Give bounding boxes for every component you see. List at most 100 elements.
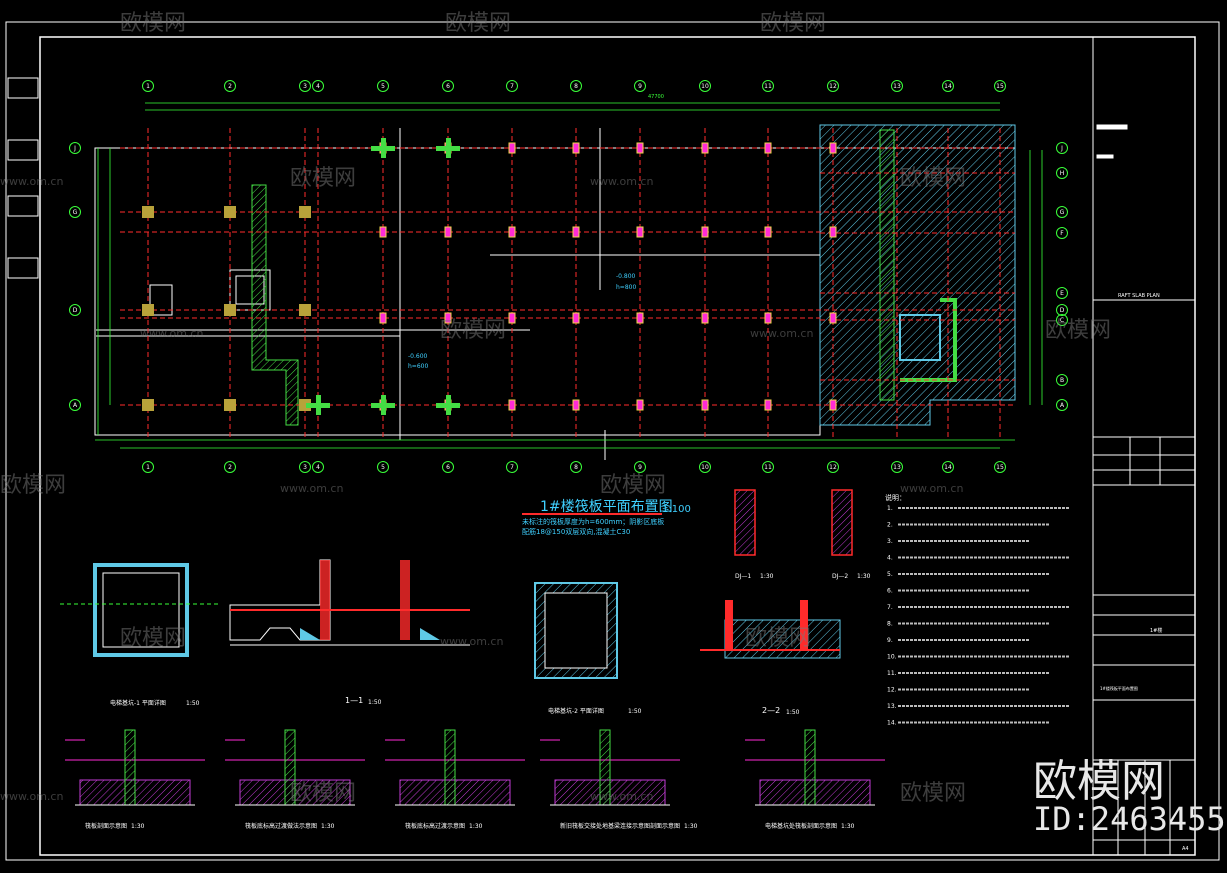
grid-label: E bbox=[1060, 290, 1064, 297]
wm-brand: 欧模网 bbox=[745, 626, 811, 651]
grid-label: C bbox=[1060, 317, 1064, 324]
grid-label: 5 bbox=[381, 464, 385, 471]
grid-bubble: 10 bbox=[699, 461, 711, 473]
grid-lines bbox=[120, 128, 1015, 438]
section-title-4: 2—2 bbox=[762, 706, 780, 715]
title-block bbox=[1092, 37, 1195, 855]
column bbox=[764, 399, 772, 411]
note-item: 3. bbox=[887, 538, 893, 545]
column bbox=[224, 206, 236, 218]
detail-scale: 1:30 bbox=[469, 823, 483, 830]
note-item: 13. bbox=[887, 703, 897, 710]
note-item: 9. bbox=[887, 637, 893, 644]
grid-bubble: 2 bbox=[224, 80, 236, 92]
grid-label: J bbox=[1060, 145, 1063, 152]
column bbox=[701, 312, 709, 324]
grid-bubble: 13 bbox=[891, 80, 903, 92]
wm-domain: www.om.cn bbox=[140, 327, 203, 340]
detail-dj-1 bbox=[734, 489, 756, 556]
grid-label: 9 bbox=[638, 464, 642, 471]
title-block-sheet-no: A4 bbox=[1182, 846, 1189, 852]
note-item: 8. bbox=[887, 621, 893, 628]
section-title-3: 电梯基坑-2 平面详图 bbox=[548, 707, 604, 715]
grid-label: 4 bbox=[316, 464, 320, 471]
grid-label: 6 bbox=[446, 464, 450, 471]
column bbox=[508, 312, 516, 324]
column bbox=[572, 226, 580, 238]
grid-bubble: G bbox=[1056, 206, 1068, 218]
grid-bubble: 11 bbox=[762, 80, 774, 92]
plan-note-line2: 配筋18@150双层双向,混凝土C30 bbox=[522, 527, 630, 536]
column bbox=[142, 399, 154, 411]
wm-domain: www.om.cn bbox=[590, 175, 653, 188]
level-thickness-left: h=600 bbox=[408, 363, 428, 370]
notes-heading: 说明： bbox=[885, 493, 906, 502]
grid-bubble: 5 bbox=[377, 80, 389, 92]
grid-label: 1 bbox=[146, 83, 150, 90]
grid-label: 1 bbox=[146, 464, 150, 471]
grid-bubble: J bbox=[1056, 142, 1068, 154]
column bbox=[142, 304, 154, 316]
note-item: 2. bbox=[887, 522, 893, 529]
grid-label: 5 bbox=[381, 83, 385, 90]
total-dimension: 47700 bbox=[648, 94, 664, 100]
note-item: 11. bbox=[887, 670, 897, 677]
title-block-drawing-name-en: RAFT SLAB PLAN bbox=[1118, 293, 1160, 299]
grid-bubble: J bbox=[69, 142, 81, 154]
column bbox=[299, 304, 311, 316]
grid-bubble: 2 bbox=[224, 461, 236, 473]
grid-label: 2 bbox=[228, 83, 232, 90]
grid-bubble: D bbox=[69, 304, 81, 316]
grid-bubble: 6 bbox=[442, 80, 454, 92]
grid-label: 10 bbox=[701, 464, 709, 471]
column bbox=[636, 312, 644, 324]
column bbox=[701, 226, 709, 238]
column bbox=[444, 312, 452, 324]
level-mark-mid: -0.800 bbox=[616, 273, 636, 280]
detail-title: 筏板剖面示意图 bbox=[85, 822, 127, 830]
wm-brand: 欧模网 bbox=[440, 318, 506, 343]
level-thickness-mid: h=800 bbox=[616, 284, 636, 291]
grid-bubble: 15 bbox=[994, 80, 1006, 92]
note-item: 4. bbox=[887, 555, 893, 562]
plan-note-line1: 未标注的筏板厚度为h=600mm；阴影区底板 bbox=[522, 517, 664, 526]
grid-bubble: A bbox=[1056, 399, 1068, 411]
grid-bubbles: 1122334455667788991010111112121313141415… bbox=[69, 80, 1068, 473]
grid-label: G bbox=[1060, 209, 1065, 216]
wm-domain: www.om.cn bbox=[750, 327, 813, 340]
column bbox=[508, 226, 516, 238]
wm-brand: 欧模网 bbox=[120, 11, 186, 36]
elevator-pit-right bbox=[899, 314, 941, 361]
grid-label: 15 bbox=[996, 83, 1004, 90]
section-scale-1: 1:50 bbox=[186, 700, 200, 707]
grid-label: F bbox=[1060, 230, 1064, 237]
grid-bubble: 3 bbox=[299, 461, 311, 473]
grid-bubble: 4 bbox=[312, 461, 324, 473]
thick-raft-hatch bbox=[819, 124, 1016, 426]
grid-label: D bbox=[1060, 307, 1065, 314]
grid-label: 6 bbox=[446, 83, 450, 90]
section-2-2 bbox=[700, 600, 841, 659]
plan-scale: 1:100 bbox=[662, 504, 691, 515]
grid-bubble: 8 bbox=[570, 80, 582, 92]
wall-segment bbox=[381, 395, 386, 415]
grid-label: 12 bbox=[829, 83, 837, 90]
wm-brand: 欧模网 bbox=[900, 166, 966, 191]
grid-label: A bbox=[73, 402, 78, 409]
column bbox=[636, 399, 644, 411]
grid-bubble: 14 bbox=[942, 80, 954, 92]
grid-bubble: G bbox=[69, 206, 81, 218]
grid-bubble: B bbox=[1056, 374, 1068, 386]
column bbox=[379, 312, 387, 324]
title-block-project: 1#楼 bbox=[1150, 627, 1162, 634]
column bbox=[764, 312, 772, 324]
grid-bubble: 6 bbox=[442, 461, 454, 473]
section-title-5: DJ—1 bbox=[735, 573, 751, 580]
wm-brand: 欧模网 bbox=[290, 781, 356, 806]
grid-bubble: 1 bbox=[142, 80, 154, 92]
grid-label: 7 bbox=[510, 83, 514, 90]
detail-title: 筏板底标高过渡示意图 bbox=[405, 822, 465, 830]
grid-bubble: 9 bbox=[634, 80, 646, 92]
